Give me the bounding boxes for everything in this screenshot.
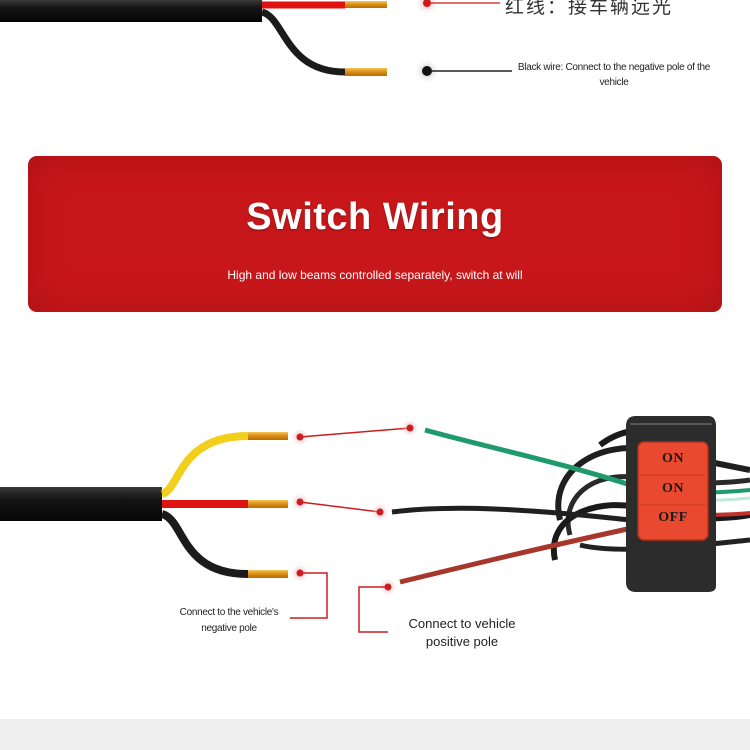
yellow-terminal	[248, 432, 288, 440]
positive-pole-label: Connect to vehicle positive pole	[408, 616, 516, 649]
negative-callout	[290, 564, 328, 619]
switch-label-on-1: ON	[662, 451, 684, 466]
banner-title: Switch Wiring	[246, 196, 504, 238]
section-banner	[28, 156, 722, 312]
top-black-terminal	[345, 68, 387, 76]
top-cable-group	[0, 0, 387, 76]
switch-label-off: OFF	[658, 510, 688, 525]
red-wire-label-cn: 红线：接车辆远光	[505, 0, 674, 18]
top-main-cable	[0, 0, 262, 22]
switch-rocker	[637, 441, 709, 541]
yellow-to-green-link	[291, 419, 419, 446]
top-red-terminal	[345, 1, 387, 8]
switch-label-on-2: ON	[662, 481, 684, 496]
handlebar-switch	[626, 416, 716, 592]
bottom-main-cable	[0, 487, 162, 521]
footer-strip	[0, 719, 750, 750]
bottom-cable-group	[0, 432, 288, 578]
red-to-black-link	[291, 493, 389, 521]
positive-callout	[358, 578, 397, 633]
bottom-black-wire	[160, 510, 249, 578]
dark-red-wire	[399, 525, 633, 585]
black-wire-label: Black wire: Connect to the negative pole…	[517, 62, 711, 88]
negative-pole-label: Connect to the vehicle's negative pole	[179, 607, 279, 634]
green-wire	[424, 427, 641, 491]
switch-black-wire	[391, 505, 631, 523]
red-terminal	[248, 500, 288, 508]
top-red-callout	[416, 0, 500, 14]
banner-subtitle: High and low beams controlled separately…	[227, 268, 523, 282]
yellow-wire	[160, 432, 249, 498]
black-terminal	[248, 570, 288, 578]
top-black-callout	[415, 59, 512, 83]
top-black-wire	[260, 8, 346, 76]
